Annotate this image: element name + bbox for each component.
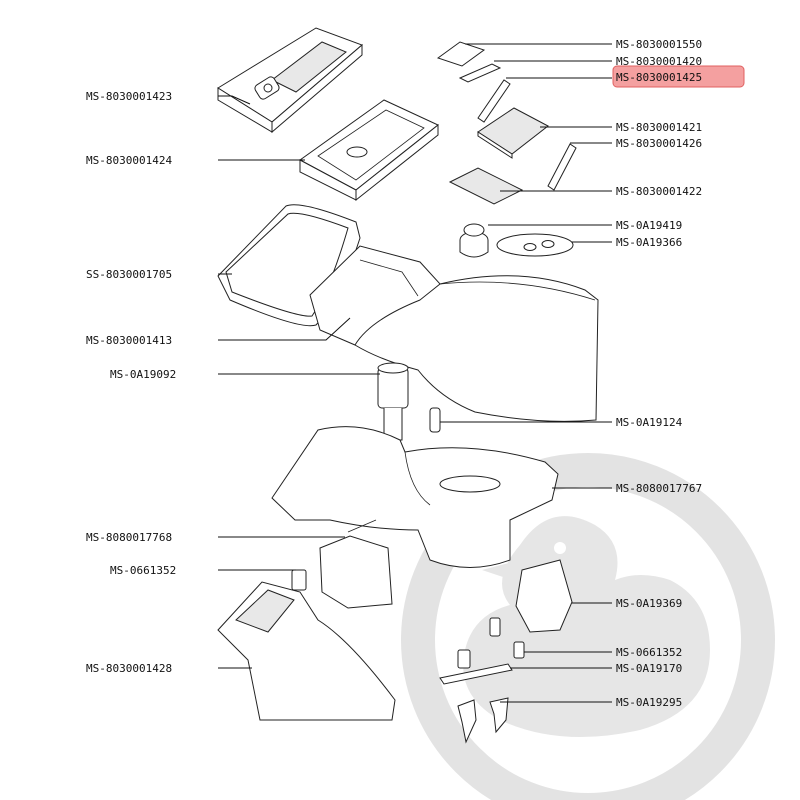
callout-label: MS-0A19419 (616, 219, 682, 232)
part-rotary-knob (459, 223, 489, 258)
part-bottom-shell (217, 581, 396, 721)
part-motor-assembly (377, 362, 409, 441)
part-upper-housing (309, 245, 599, 422)
callout-label: MS-0661352 (110, 564, 176, 577)
callout-label: MS-8080017767 (616, 482, 702, 495)
part-base-unit (271, 426, 559, 568)
callout-label: MS-0A19295 (616, 696, 682, 709)
callout-label: MS-8030001550 (616, 38, 702, 51)
part-feet-clips (457, 697, 509, 744)
callout-label: MS-8030001420 (616, 55, 702, 68)
leader-line (218, 317, 351, 341)
callout-label: MS-8030001413 (86, 334, 172, 347)
part-front-panel-cover (217, 27, 363, 134)
callout-label: MS-8080017768 (86, 531, 172, 544)
part-microswitch-right (489, 617, 525, 659)
part-small-sensor (429, 407, 441, 433)
callout-label: MS-8030001423 (86, 90, 172, 103)
callout-label: MS-8030001426 (616, 137, 702, 150)
callout-group: MS-8030001550 MS-8030001420 MS-803000142… (86, 38, 745, 709)
leader-line (218, 95, 251, 105)
callout-label: MS-0A19369 (616, 597, 682, 610)
callout-label: MS-8030001421 (616, 121, 702, 134)
part-lock-mechanism (515, 559, 573, 633)
part-lever-switch (439, 649, 513, 685)
part-keypad-pcb (448, 167, 524, 205)
part-main-pcb (477, 107, 549, 159)
callout-label: MS-0A19124 (616, 416, 683, 429)
callout-label: SS-8030001705 (86, 268, 172, 281)
part-microswitch-left (291, 569, 307, 591)
part-connector-cable (458, 63, 502, 83)
part-small-connector-board (436, 41, 486, 67)
highlight-box (612, 65, 745, 88)
part-ribbon-spring-2 (547, 143, 577, 191)
part-valve-block (319, 519, 393, 609)
callout-label: MS-8030001428 (86, 662, 172, 675)
callout-label: MS-0661352 (616, 646, 682, 659)
callout-label: MS-0A19366 (616, 236, 682, 249)
part-ribbon-spring-1 (477, 79, 511, 123)
callout-label: MS-8030001424 (86, 154, 172, 167)
callout-label: MS-8030001425 (616, 71, 702, 84)
callout-label: MS-0A19092 (110, 368, 176, 381)
part-display-frame (299, 99, 439, 202)
callout-label: MS-8030001422 (616, 185, 702, 198)
part-button-pad (496, 233, 574, 257)
callout-label: MS-0A19170 (616, 662, 682, 675)
